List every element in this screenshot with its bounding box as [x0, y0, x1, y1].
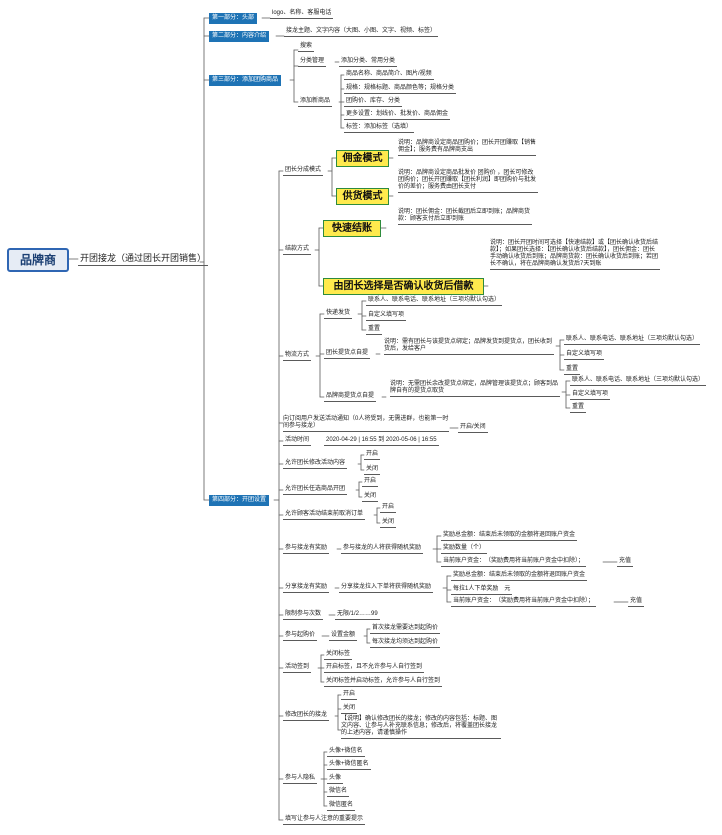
leader-pickup-node: 团长提货点自提 [324, 350, 371, 359]
allow-select-on: 开启 [362, 478, 379, 487]
brand-pickup-item-2: 自定义填写项 [570, 391, 611, 400]
allow-edit-off: 关闭 [364, 466, 381, 475]
allow-select-off: 关闭 [362, 493, 379, 502]
sign-in-item-2: 开启标签，且不允许参与人自行签到 [324, 664, 425, 673]
express-item-3: 重置 [366, 326, 383, 335]
reward2-node: 分享接龙有奖励 [283, 584, 330, 593]
supply-mode-note: 说明：品牌商设定商品批发价 团购价 ，团长可修改团购价；团长开团赚取【团长利润】… [398, 170, 538, 193]
section-4-group-settings: 第四部分：开团设置 [209, 495, 270, 506]
choose-settle-note: 说明：团长开团时间可选择【快速结款】或【团长确认收货后结款】；如果团长选择：【团… [490, 240, 660, 270]
level1-node: 开团接龙（通过团长开团销售） [78, 252, 209, 266]
fast-settle-note: 说明：团长佣金：团长截团后立即到账；品牌商货款：顾客支付后立即到账 [398, 209, 532, 225]
brand-pickup-item-3: 重置 [570, 404, 587, 413]
start-price-item-2: 每次接龙均须达到起购价 [370, 639, 441, 648]
commission-mode-highlight: 佣金模式 [336, 150, 389, 167]
modify-leader-note: 【说明】确认修改团长的接龙；修改的内容包括：标题、图文内容、让参与人补充联系信息… [341, 716, 501, 739]
leader-pickup-item-2: 自定义填写项 [564, 351, 605, 360]
activity-time-label: 活动时间 [283, 437, 312, 446]
category-manage-node: 分类管理 [298, 58, 327, 67]
category-manage-child: 添加分类、常用分类 [339, 58, 398, 67]
root-node: 品牌商 [7, 248, 69, 272]
reward1-item-2: 奖励数量（个） [441, 545, 488, 554]
express-delivery-node: 快递发货 [324, 310, 353, 319]
reward2-recharge: 充值 [628, 598, 645, 607]
privacy-item-1: 头像+微信名 [327, 748, 365, 757]
product-item-1: 商品名称、商品简介、图片/视频 [344, 71, 434, 80]
product-item-5: 标签：添加标签（选填） [344, 124, 415, 133]
privacy-item-5: 微信匿名 [327, 802, 356, 811]
sign-in-node: 活动签到 [283, 664, 312, 673]
leader-mode-node: 团长分成模式 [283, 167, 324, 176]
privacy-item-3: 头像 [327, 775, 344, 784]
allow-edit-node: 允许团长修改活动内容 [283, 460, 348, 469]
allow-cancel-off: 关闭 [380, 519, 397, 528]
section-3-add-products: 第三部分：添加团购商品 [209, 75, 282, 86]
supply-mode-highlight: 供货模式 [336, 188, 389, 205]
express-item-2: 自定义填写项 [366, 312, 407, 321]
allow-cancel-node: 允许顾客活动结束前取消订单 [283, 511, 366, 520]
search-node: 搜索 [298, 43, 315, 52]
product-item-2: 规格：规格标题、商品颜色等；规格分类 [344, 85, 457, 94]
start-price-item-1: 首次接龙需要达到起购价 [370, 625, 441, 634]
leader-pickup-item-1: 联系人、联系电话、联系地址（三项均默认勾选） [564, 336, 701, 345]
limit-times-node: 限制参与次数 [283, 611, 324, 620]
reward1-item-1: 奖励总金额：结束后未领取的金额将退回账户资金 [441, 532, 578, 541]
start-price-node: 参与起购价 [283, 632, 318, 641]
privacy-item-4: 微信名 [327, 788, 350, 797]
sign-in-item-1: 关闭标签 [324, 651, 353, 660]
reward2-item-2: 每拉1人下单奖励 元 [451, 586, 513, 595]
allow-cancel-on: 开启 [380, 504, 397, 513]
express-item-1: 联系人、联系电话、联系地址（三项均默认勾选） [366, 297, 503, 306]
brand-pickup-node: 品牌商提货点自提 [324, 393, 377, 402]
logistics-node: 物流方式 [283, 352, 312, 361]
reward2-item-3: 当前账户资金： （奖励费用将当前账户资金中扣除）； [451, 598, 597, 607]
brand-pickup-item-1: 联系人、联系电话、联系地址（三项均默认勾选） [570, 377, 707, 386]
sign-in-item-3: 关闭标签并启动标签，允许参与人自行签到 [324, 678, 443, 687]
privacy-node: 参与人隐私 [283, 775, 318, 784]
fast-settle-highlight: 快速结账 [323, 220, 381, 237]
section-2-content: 接龙主题、文字内容（大图、小图、文字、视频、标签） [284, 28, 439, 37]
notify-subscribers-node: 向订阅用户发送活动通知（0人将受到，无需进群，也能第一时间参与接龙） [283, 416, 449, 432]
reward2-child: 分享接龙拉入下单将获得随机奖励 [339, 584, 434, 593]
reward1-child: 参与接龙的人将获得随机奖励 [341, 545, 424, 554]
limit-times-value: 无限/1/2……99 [335, 611, 380, 620]
settlement-node: 结款方式 [283, 246, 312, 255]
reward1-node: 参与接龙有奖励 [283, 545, 330, 554]
modify-leader-off: 关闭 [341, 705, 358, 714]
section-1-header: 第一部分：头部 [209, 13, 258, 24]
activity-time-value: 2020-04-29 | 16:55 到 2020-05-06 | 16:55 [324, 437, 439, 446]
reward1-recharge: 充值 [617, 558, 634, 567]
choose-settle-highlight: 由团长选择是否确认收货后借款 [323, 278, 484, 295]
leader-pickup-note: 说明：需有团长与该提货点绑定；品牌发货到提货点，团长收到货后，发给客户 [384, 339, 554, 355]
product-item-4: 更多设置：划线价、批发价、商品佣金 [344, 111, 451, 120]
modify-leader-on: 开启 [341, 691, 358, 700]
privacy-item-2: 头像+微信匿名 [327, 761, 371, 770]
commission-mode-note: 说明：品牌商设定商品团购价；团长开团赚取【销售佣金】；服务费有品牌商支出 [398, 140, 536, 156]
notify-toggle-option: 开启/关闭 [458, 424, 488, 433]
reward1-item-3: 当前账户资金： （奖励费用将当前账户资金中扣除）； [441, 558, 587, 567]
modify-leader-node: 修改团长的接龙 [283, 712, 330, 721]
product-item-3: 团购价、库存、分类 [344, 98, 403, 107]
allow-edit-on: 开启 [364, 451, 381, 460]
leader-pickup-item-3: 重置 [564, 366, 581, 375]
start-price-child: 设置金额 [329, 632, 358, 641]
allow-select-node: 允许团长任选商品开团 [283, 486, 348, 495]
add-product-node: 添加新商品 [298, 98, 333, 107]
section-1-content: logo、名称、客服电话 [270, 10, 334, 19]
section-2-content-intro: 第二部分：内容介绍 [209, 31, 270, 42]
brand-pickup-note: 说明：无需团长余改提货点绑定，品牌管理该提货点；顾客到品牌自有的提货点取货 [390, 381, 560, 397]
reward2-item-1: 奖励总金额：结束后未领取的金额将退回账户资金 [451, 572, 588, 581]
important-notice-node: 填写让参与人注意的重要提示 [283, 816, 366, 825]
